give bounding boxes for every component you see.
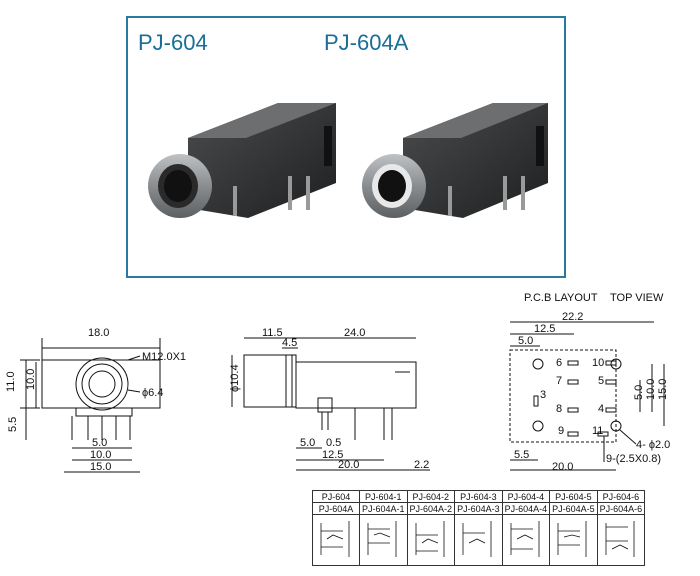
pin-label: 4 — [598, 403, 604, 415]
dim-pcb-slot: 9-(2.5X0.8) — [606, 453, 661, 465]
schematic-icon — [605, 521, 635, 557]
dim-side-body: 24.0 — [344, 327, 365, 339]
technical-drawings: 18.0 11.0 10.0 M12.0X1 ϕ6.4 5.5 5.0 10.0… — [5, 311, 670, 473]
dim-front-pin-spacing-b: 10.0 — [90, 449, 111, 461]
pcb-layout-title: P.C.B LAYOUT — [524, 292, 598, 304]
dim-front-pin-spacing-a: 5.0 — [92, 437, 107, 449]
variant-cell: PJ-604A-3 — [454, 502, 503, 515]
schematic-icon — [510, 521, 540, 557]
dim-side-front: 11.5 — [262, 327, 283, 339]
variant-cell: PJ-604A-6 — [596, 502, 646, 515]
variant-cell: PJ-604A-4 — [501, 502, 551, 515]
side-view-drawing — [231, 337, 430, 471]
pin-label: 7 — [556, 375, 562, 387]
schematic-icon — [320, 521, 350, 557]
dim-front-width: 18.0 — [88, 327, 109, 339]
schematic-cell — [596, 514, 646, 566]
product-photos — [148, 103, 548, 218]
product-photo-panel: PJ-604 PJ-604A — [126, 16, 566, 278]
dim-side-p4: 20.0 — [338, 459, 359, 471]
pin-label: 5 — [598, 375, 604, 387]
variants-row-pj604: PJ-604 PJ-604-1 PJ-604-2 PJ-604-3 PJ-604… — [312, 490, 646, 503]
jack-photo-pj604 — [148, 103, 336, 218]
variants-table: PJ-604 PJ-604-1 PJ-604-2 PJ-604-3 PJ-604… — [312, 490, 646, 566]
dim-pcb-b2: 20.0 — [552, 461, 573, 473]
dim-pcb-r2: 10.0 — [645, 379, 657, 400]
dim-pcb-r3: 15.0 — [657, 379, 669, 400]
schematic-cell — [454, 514, 503, 566]
pin-label: 10 — [592, 357, 604, 369]
jack-photo-pj604a — [362, 103, 548, 218]
variants-schematic-row — [312, 514, 646, 566]
dim-pcb-hole-big: 4- ϕ2.0 — [636, 439, 670, 451]
variant-cell: PJ-604 — [312, 490, 360, 503]
dim-pcb-top2: 12.5 — [534, 323, 555, 335]
dim-pcb-top1: 22.2 — [562, 311, 583, 323]
dim-pcb-r1: 5.0 — [633, 385, 645, 400]
front-view-drawing — [20, 338, 161, 473]
pin-label: 8 — [556, 403, 562, 415]
dim-side-p2: 0.5 — [326, 437, 341, 449]
pcb-layout-drawing — [509, 321, 665, 471]
schematic-icon — [415, 521, 445, 557]
variant-cell: PJ-604-6 — [596, 490, 646, 503]
dim-pcb-top3: 5.0 — [518, 335, 533, 347]
dim-side-step: 4.5 — [282, 337, 297, 349]
schematic-icon — [557, 521, 587, 557]
dim-front-thread: M12.0X1 — [142, 351, 186, 363]
dim-front-overall: 15.0 — [90, 461, 111, 473]
schematic-cell — [549, 514, 598, 566]
dim-side-p1: 5.0 — [300, 437, 315, 449]
pin-label: 11 — [592, 425, 603, 437]
variant-cell: PJ-604A-1 — [359, 502, 408, 515]
model-label-pj604: PJ-604 — [138, 30, 208, 55]
pcb-view-label: TOP VIEW — [610, 292, 664, 304]
variant-cell: PJ-604A-2 — [406, 502, 456, 515]
dim-side-dia: ϕ10.4 — [229, 364, 241, 392]
dim-pcb-b1: 5.5 — [514, 449, 529, 461]
dim-side-p3: 12.5 — [322, 449, 343, 461]
variants-row-pj604a: PJ-604A PJ-604A-1 PJ-604A-2 PJ-604A-3 PJ… — [312, 502, 646, 515]
dim-side-p5: 2.2 — [414, 459, 429, 471]
pin-label: 6 — [556, 357, 562, 369]
dim-front-height-inner: 10.0 — [25, 369, 37, 390]
dim-front-pin-depth: 5.5 — [7, 417, 19, 432]
variant-cell: PJ-604A — [312, 502, 360, 515]
variant-cell: PJ-604-3 — [454, 490, 503, 503]
variant-cell: PJ-604-2 — [406, 490, 456, 503]
variant-cell: PJ-604-4 — [501, 490, 551, 503]
schematic-icon — [462, 521, 492, 557]
dim-front-height-outer: 11.0 — [5, 371, 17, 392]
pin-label: 9 — [558, 425, 564, 437]
schematic-cell — [406, 514, 456, 566]
model-label-pj604a: PJ-604A — [324, 30, 409, 55]
schematic-cell — [359, 514, 408, 566]
schematic-icon — [367, 521, 397, 557]
schematic-cell — [501, 514, 551, 566]
variant-cell: PJ-604-5 — [549, 490, 598, 503]
pin-label: 3 — [540, 389, 546, 401]
variant-cell: PJ-604-1 — [359, 490, 408, 503]
variant-cell: PJ-604A-5 — [549, 502, 598, 515]
schematic-cell — [312, 514, 360, 566]
dim-front-hole: ϕ6.4 — [142, 387, 163, 399]
